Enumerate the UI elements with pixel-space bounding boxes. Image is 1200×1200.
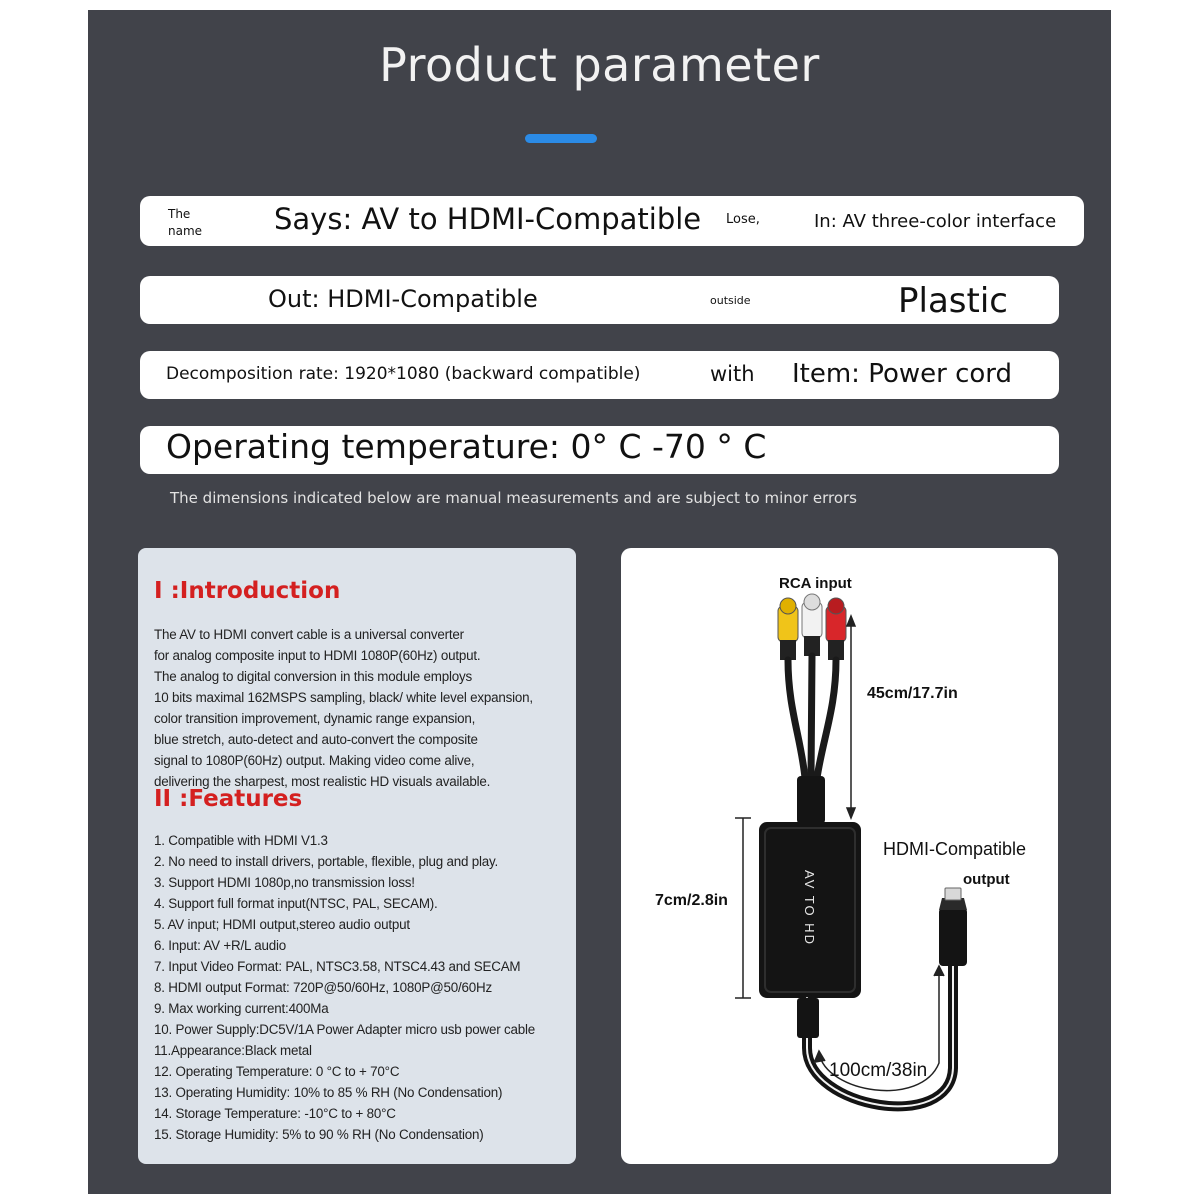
wire-yellow: [784, 656, 809, 782]
cable-length-arrow: [813, 964, 945, 1092]
wire-white: [807, 652, 816, 782]
product-diagram-card: RCA input: [621, 548, 1058, 1164]
converter-box: [759, 822, 861, 998]
rca-wires: [784, 652, 840, 782]
white-plug-tip: [803, 593, 821, 611]
title-accent-bar: [525, 134, 597, 143]
feature-item: 11.Appearance:Black metal: [154, 1043, 312, 1058]
feature-item: 9. Max working current:400Ma: [154, 1001, 329, 1016]
feature-item: 8. HDMI output Format: 720P@50/60Hz, 108…: [154, 980, 492, 995]
wire-red: [813, 656, 840, 782]
hdmi-plug: [939, 887, 967, 966]
feature-item: 7. Input Video Format: PAL, NTSC3.58, NT…: [154, 959, 521, 974]
intro-line: signal to 1080P(60Hz) output. Making vid…: [154, 753, 475, 768]
hdmi-cable-boot: [797, 998, 819, 1038]
red-plug-boot: [828, 640, 844, 660]
output-label-line2: output: [963, 871, 1010, 888]
features-heading: II :Features: [154, 786, 303, 812]
rca-length-arrow: [845, 613, 857, 821]
introduction-card: I :Introduction The AV to HDMI convert c…: [138, 548, 576, 1164]
intro-line: blue stretch, auto-detect and auto-conve…: [154, 732, 478, 747]
hdmi-plug-body: [939, 908, 967, 966]
white-plug-boot: [804, 636, 820, 656]
wire-joint: [797, 776, 825, 824]
intro-line: color transition improvement, dynamic ra…: [154, 711, 476, 726]
param-row-name: The name Says: AV to HDMI-Compatible Los…: [140, 196, 1084, 246]
feature-item: 4. Support full format input(NTSC, PAL, …: [154, 896, 438, 911]
box-height-label: 7cm/2.8in: [655, 892, 728, 909]
intro-line: The analog to digital conversion in this…: [154, 669, 472, 684]
output-value: Out: HDMI-Compatible: [268, 285, 538, 313]
temperature-value: Operating temperature: 0° C -70 ° C: [166, 427, 767, 466]
feature-item: 15. Storage Humidity: 5% to 90 % RH (No …: [154, 1127, 484, 1142]
product-diagram: RCA input: [655, 575, 1026, 1112]
feature-item: 5. AV input; HDMI output,stereo audio ou…: [154, 917, 410, 932]
yellow-plug-tip: [779, 597, 797, 615]
feature-item: 1. Compatible with HDMI V1.3: [154, 833, 328, 848]
resolution-value: Decomposition rate: 1920*1080 (backward …: [166, 364, 641, 384]
intro-line: The AV to HDMI convert cable is a univer…: [154, 627, 464, 642]
measurement-note: The dimensions indicated below are manua…: [170, 489, 857, 507]
accessory-value: Item: Power cord: [792, 359, 1013, 389]
feature-item: 10. Power Supply:DC5V/1A Power Adapter m…: [154, 1022, 535, 1037]
cable-length-label: 100cm/38in: [829, 1060, 927, 1081]
intro-line: for analog composite input to HDMI 1080P…: [154, 648, 481, 663]
features-list: 1. Compatible with HDMI V1.3 2. No need …: [154, 830, 574, 1145]
introduction-heading: I :Introduction: [154, 578, 341, 604]
box-height-arrow: [735, 817, 751, 999]
rca-plugs: [777, 593, 847, 660]
output-label-line1: HDMI-Compatible: [883, 839, 1026, 859]
accessory-label: with: [710, 362, 755, 386]
rca-input-label: RCA input: [779, 575, 852, 592]
feature-item: 12. Operating Temperature: 0 °C to + 70°…: [154, 1064, 400, 1079]
feature-item: 14. Storage Temperature: -10°C to + 80°C: [154, 1106, 396, 1121]
hdmi-cable: [802, 953, 958, 1112]
rca-length-label: 45cm/17.7in: [867, 685, 958, 702]
yellow-plug-boot: [780, 640, 796, 660]
product-panel: Product parameter The name Says: AV to H…: [88, 10, 1111, 1194]
feature-item: 2. No need to install drivers, portable,…: [154, 854, 499, 869]
input-label: Lose,: [726, 212, 760, 227]
page-title: Product parameter: [379, 38, 820, 92]
intro-line: 10 bits maximal 162MSPS sampling, black/…: [154, 690, 533, 705]
converter-box-text: AV TO HD: [802, 870, 817, 946]
name-value: Says: AV to HDMI-Compatible: [274, 202, 702, 236]
feature-item: 13. Operating Humidity: 10% to 85 % RH (…: [154, 1085, 503, 1100]
param-row-output: Out: HDMI-Compatible outside Plastic: [140, 276, 1059, 324]
material-label: outside: [710, 294, 751, 307]
feature-item: 6. Input: AV +R/L audio: [154, 938, 287, 953]
name-label: The name: [168, 207, 203, 238]
input-value: In: AV three-color interface: [814, 211, 1057, 232]
intro-line: delivering the sharpest, most realistic …: [154, 774, 491, 789]
red-plug-tip: [827, 597, 845, 615]
param-row-temperature: Operating temperature: 0° C -70 ° C: [140, 426, 1059, 474]
param-row-resolution: Decomposition rate: 1920*1080 (backward …: [140, 351, 1059, 399]
introduction-text: The AV to HDMI convert cable is a univer…: [154, 624, 574, 792]
feature-item: 3. Support HDMI 1080p,no transmission lo…: [154, 875, 415, 890]
material-value: Plastic: [898, 281, 1008, 321]
